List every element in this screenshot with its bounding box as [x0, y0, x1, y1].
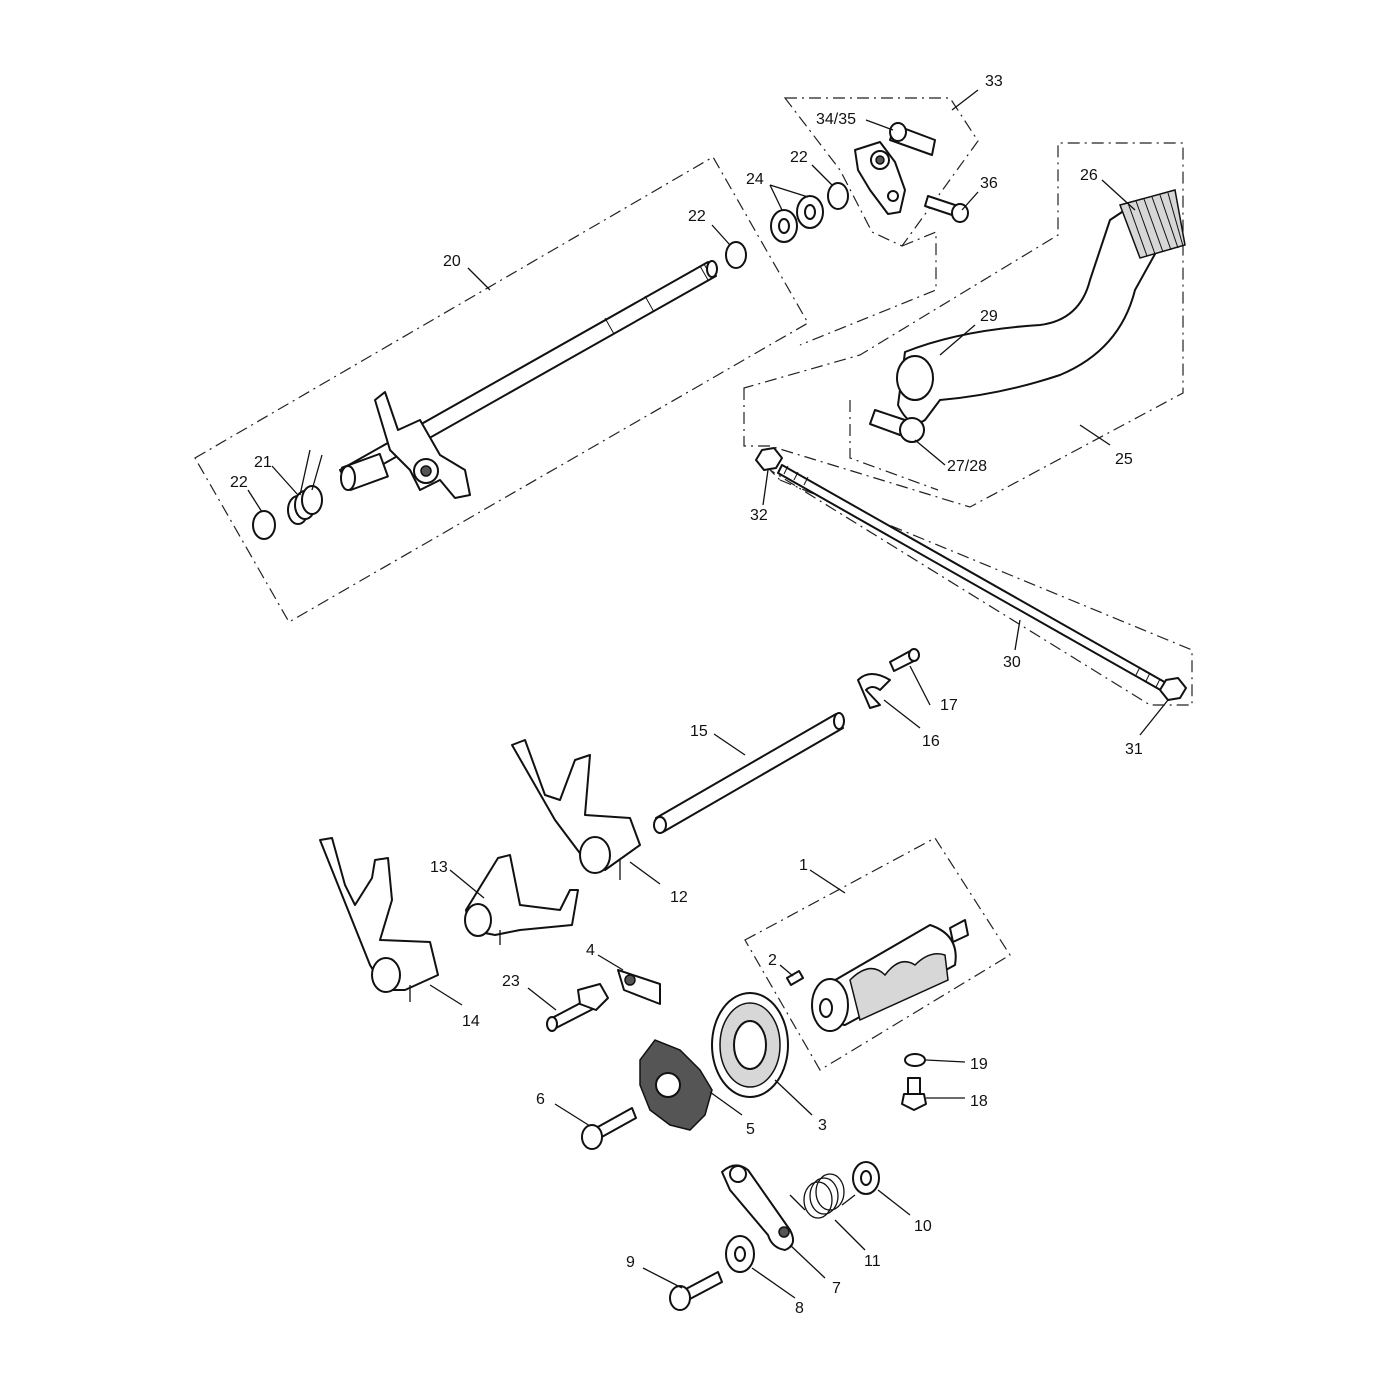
label-14: 14 — [462, 1013, 480, 1030]
label-4: 4 — [586, 942, 595, 959]
spring-washer-hole — [860, 1170, 872, 1186]
label-21: 21 — [254, 454, 272, 471]
circlip-left — [252, 510, 276, 540]
clamp-bolt — [924, 195, 969, 223]
sealing-washer — [904, 1053, 926, 1067]
drum-pin — [785, 970, 805, 986]
label-11: 11 — [864, 1253, 881, 1270]
label-33: 33 — [985, 73, 1003, 90]
circlip-upper — [827, 182, 849, 210]
label-20: 20 — [443, 253, 461, 270]
pivot-bush — [889, 122, 936, 156]
clamp-lever — [854, 141, 906, 215]
label-26: 26 — [1080, 167, 1098, 184]
label-19: 19 — [970, 1056, 988, 1073]
arm-washer-hole — [734, 1246, 746, 1262]
label-29: 29 — [980, 308, 998, 325]
selector-drum — [811, 919, 969, 1032]
detent-screw — [901, 1077, 927, 1111]
stopper-plate-hole — [624, 974, 636, 986]
label-1: 1 — [799, 857, 808, 874]
label-22: 22 — [688, 208, 706, 225]
fork-shaft — [653, 712, 845, 834]
group-30-boundary — [769, 469, 1193, 706]
label-10: 10 — [914, 1218, 932, 1235]
label-25: 25 — [1115, 451, 1133, 468]
label-36: 36 — [980, 175, 998, 192]
label-8: 8 — [795, 1300, 804, 1317]
label-5: 5 — [746, 1121, 755, 1138]
label-27-28: 27/28 — [947, 458, 987, 475]
group-1-boundary — [744, 837, 1011, 1071]
label-9: 9 — [626, 1254, 635, 1271]
callout-labels: 20 21 22 22 22 24 34/35 33 36 26 29 27/2… — [230, 73, 1143, 1317]
label-34-35: 34/35 — [816, 111, 856, 128]
stud — [546, 983, 609, 1032]
label-7: 7 — [832, 1280, 841, 1297]
label-15: 15 — [690, 723, 708, 740]
stopper-plate — [617, 969, 661, 1005]
label-17: 17 — [940, 697, 958, 714]
selector-fork-13 — [464, 854, 579, 945]
label-3: 3 — [818, 1117, 827, 1134]
group-33-link — [799, 231, 937, 346]
group-2728-boundary — [849, 400, 939, 491]
washers — [770, 195, 824, 243]
bearing — [711, 992, 789, 1098]
label-23: 23 — [502, 973, 520, 990]
selector-fork-14 — [319, 837, 439, 1002]
detent-spring — [789, 1173, 856, 1219]
plate-screw — [889, 648, 920, 672]
group-25-boundary — [743, 142, 1184, 508]
label-22: 22 — [790, 149, 808, 166]
label-32: 32 — [750, 507, 768, 524]
detent-wheel — [639, 1039, 713, 1131]
label-24: 24 — [746, 171, 764, 188]
selector-shaft — [339, 260, 718, 499]
label-6: 6 — [536, 1091, 545, 1108]
label-31: 31 — [1125, 741, 1143, 758]
detent-arm — [721, 1164, 795, 1251]
lever-pivot-bolt — [869, 409, 925, 443]
label-18: 18 — [970, 1093, 988, 1110]
arm-bolt — [669, 1271, 723, 1311]
selector-fork-12 — [511, 739, 641, 880]
locknut-lower — [1159, 677, 1187, 701]
locknut-upper — [755, 447, 783, 471]
gear-lever — [896, 189, 1186, 424]
circlip-shaft-end — [725, 241, 747, 269]
label-22: 22 — [230, 474, 248, 491]
label-16: 16 — [922, 733, 940, 750]
label-13: 13 — [430, 859, 448, 876]
leader-lines — [247, 89, 1169, 1299]
label-30: 30 — [1003, 654, 1021, 671]
linkage-rod — [777, 464, 1169, 693]
torsion-spring — [287, 449, 323, 525]
label-12: 12 — [670, 889, 688, 906]
label-2: 2 — [768, 952, 777, 969]
detent-bolt — [581, 1107, 637, 1150]
retaining-plate — [857, 673, 891, 709]
